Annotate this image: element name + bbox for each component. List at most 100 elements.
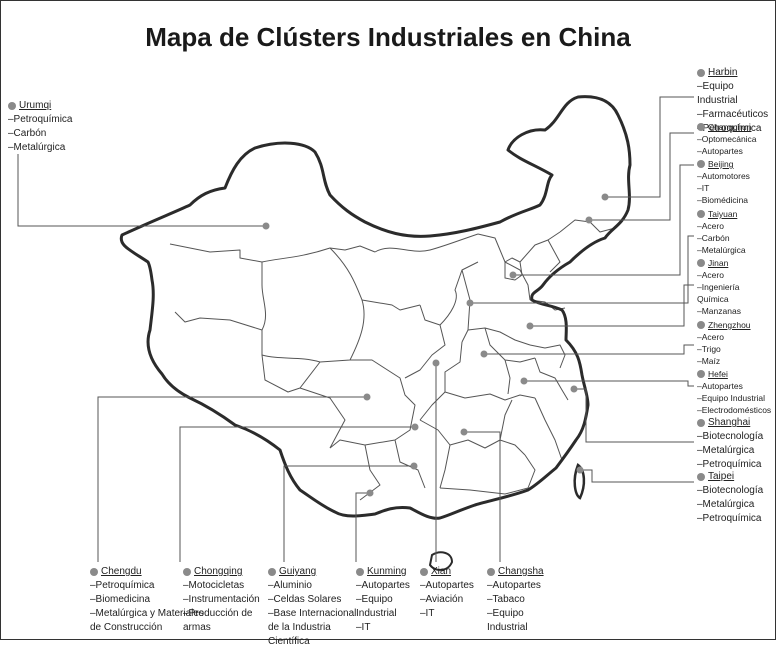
city-markers [262, 193, 609, 497]
industry-item: –Equipo Industrial [697, 81, 738, 106]
industry-item: –Manzanas [697, 306, 741, 316]
industry-item: –IT [356, 622, 371, 633]
industry-item: –Trigo [697, 344, 721, 354]
city-name: Harbin [708, 67, 738, 78]
industry-item: de Construcción [90, 622, 163, 633]
industry-item: –Biomedicina [90, 594, 151, 605]
city-name: Chengdu [101, 566, 142, 577]
industry-item: –Metalúrgica [697, 245, 746, 255]
industry-item: –Biotecnología [697, 485, 764, 496]
industry-item: –Petroquímica [697, 513, 762, 524]
city-name: Chongqing [194, 566, 243, 577]
industry-item: –Petroquímica [8, 114, 73, 125]
marker-shanghai [570, 385, 578, 393]
industry-item: –Autopartes [697, 146, 743, 156]
marker-dot-icon [183, 568, 191, 576]
city-name: Taiyuan [708, 209, 738, 219]
industry-item: –Maíz [697, 356, 721, 366]
city-name: Xian [431, 566, 452, 577]
cluster-chengdu: Chengdu –Petroquímica –Biomedicina –Meta… [90, 565, 204, 635]
cluster-guiyang: Guiyang –Aluminio –Celdas Solares –Base … [268, 565, 356, 649]
marker-changsha [460, 428, 468, 436]
marker-beijing [509, 271, 517, 279]
city-name: Zhengzhou [708, 320, 751, 330]
industry-item: –Acero [697, 332, 724, 342]
industry-item: –Instrumentación [183, 594, 260, 605]
industry-item: –Petroquímica [697, 123, 762, 134]
industry-item: –Metalúrgica [697, 445, 755, 456]
marker-jinan [526, 322, 534, 330]
cluster-changchun: Changchun –Optomecánica –Autopartes [697, 121, 757, 157]
industry-item: –Petroquímica [90, 580, 155, 591]
cluster-chongqing: Chongqing –Motocicletas –Instrumentación… [183, 565, 260, 635]
industry-item: Industrial [356, 608, 397, 619]
industry-item: de la Industria [268, 622, 331, 633]
cluster-taiyuan: Taiyuan –Acero –Carbón –Metalúrgica [697, 208, 746, 256]
leader-lines [17, 96, 694, 562]
industry-item: –Autopartes [697, 381, 743, 391]
industry-item: –Acero [697, 270, 724, 280]
cluster-hefei: Hefei –Autopartes –Equipo Industrial –El… [697, 368, 771, 416]
industry-item: –Aviación [420, 594, 464, 605]
industry-item: –Equipo [487, 608, 524, 619]
marker-dot-icon [90, 568, 98, 576]
cluster-jinan: Jinan –Acero –Ingeniería Química –Manzan… [697, 257, 741, 317]
industry-item: –Farmacéuticos [697, 109, 769, 120]
industry-item: –Optomecánica [697, 134, 757, 144]
industry-item: –Carbón [697, 233, 730, 243]
industry-item: –Base Internacional [268, 608, 357, 619]
industry-item: –Biotecnología [697, 431, 764, 442]
city-name: Shanghai [708, 417, 751, 428]
industry-item: –Biomédicina [697, 195, 749, 205]
industry-item: –Autopartes [420, 580, 474, 591]
city-name: Hefei [708, 369, 728, 379]
industry-item: –Tabaco [487, 594, 525, 605]
industry-item: –Equipo [356, 594, 393, 605]
city-name: Urumqi [19, 100, 52, 111]
city-name: Beijing [708, 159, 734, 169]
marker-dot-icon [697, 370, 705, 378]
industry-item: Industrial [487, 622, 528, 633]
national-outline [119, 95, 632, 520]
marker-dot-icon [356, 568, 364, 576]
industry-item: –Motocicletas [183, 580, 245, 591]
cluster-harbin: Harbin –Equipo Industrial –Farmacéuticos… [697, 66, 776, 136]
industry-item: –Aluminio [268, 580, 312, 591]
industry-item: –Metalúrgica [8, 142, 66, 153]
industry-item: –Electrodomésticos [697, 405, 772, 415]
marker-dot-icon [268, 568, 276, 576]
cluster-shanghai: Shanghai –Biotecnología –Metalúrgica –Pe… [697, 416, 763, 472]
marker-harbin [601, 193, 609, 201]
marker-dot-icon [487, 568, 495, 576]
marker-urumqi [262, 222, 270, 230]
marker-xian [432, 359, 440, 367]
industry-item: –Autopartes [356, 580, 410, 591]
marker-dot-icon [697, 160, 705, 168]
industry-item: –Carbón [8, 128, 47, 139]
industry-item: –Metalúrgica y Materiales [90, 608, 204, 619]
marker-kunming [366, 489, 374, 497]
industry-item: Científica [268, 636, 310, 647]
industry-item: –IT [420, 608, 435, 619]
hainan-outline [428, 551, 454, 571]
marker-changchun [585, 216, 593, 224]
industry-item: –Celdas Solares [268, 594, 342, 605]
marker-taipei [576, 466, 584, 474]
industry-item: armas [183, 622, 211, 633]
industry-item: –IT [697, 183, 710, 193]
marker-dot-icon [697, 123, 705, 131]
city-name: Kunming [367, 566, 407, 577]
marker-guiyang [410, 462, 418, 470]
marker-chengdu [363, 393, 371, 401]
cluster-zhengzhou: Zhengzhou –Acero –Trigo –Maíz [697, 319, 751, 367]
cluster-kunming: Kunming –Autopartes –Equipo Industrial –… [356, 565, 410, 635]
marker-dot-icon [697, 69, 705, 77]
cluster-xian: Xian –Autopartes –Aviación –IT [420, 565, 474, 621]
industry-item: –Metalúrgica [697, 499, 755, 510]
city-name: Jinan [708, 258, 729, 268]
marker-dot-icon [420, 568, 428, 576]
industry-item: –Ingeniería [697, 282, 740, 292]
marker-hefei [520, 377, 528, 385]
marker-taiyuan [466, 299, 474, 307]
industry-item: –Producción de [183, 608, 253, 619]
